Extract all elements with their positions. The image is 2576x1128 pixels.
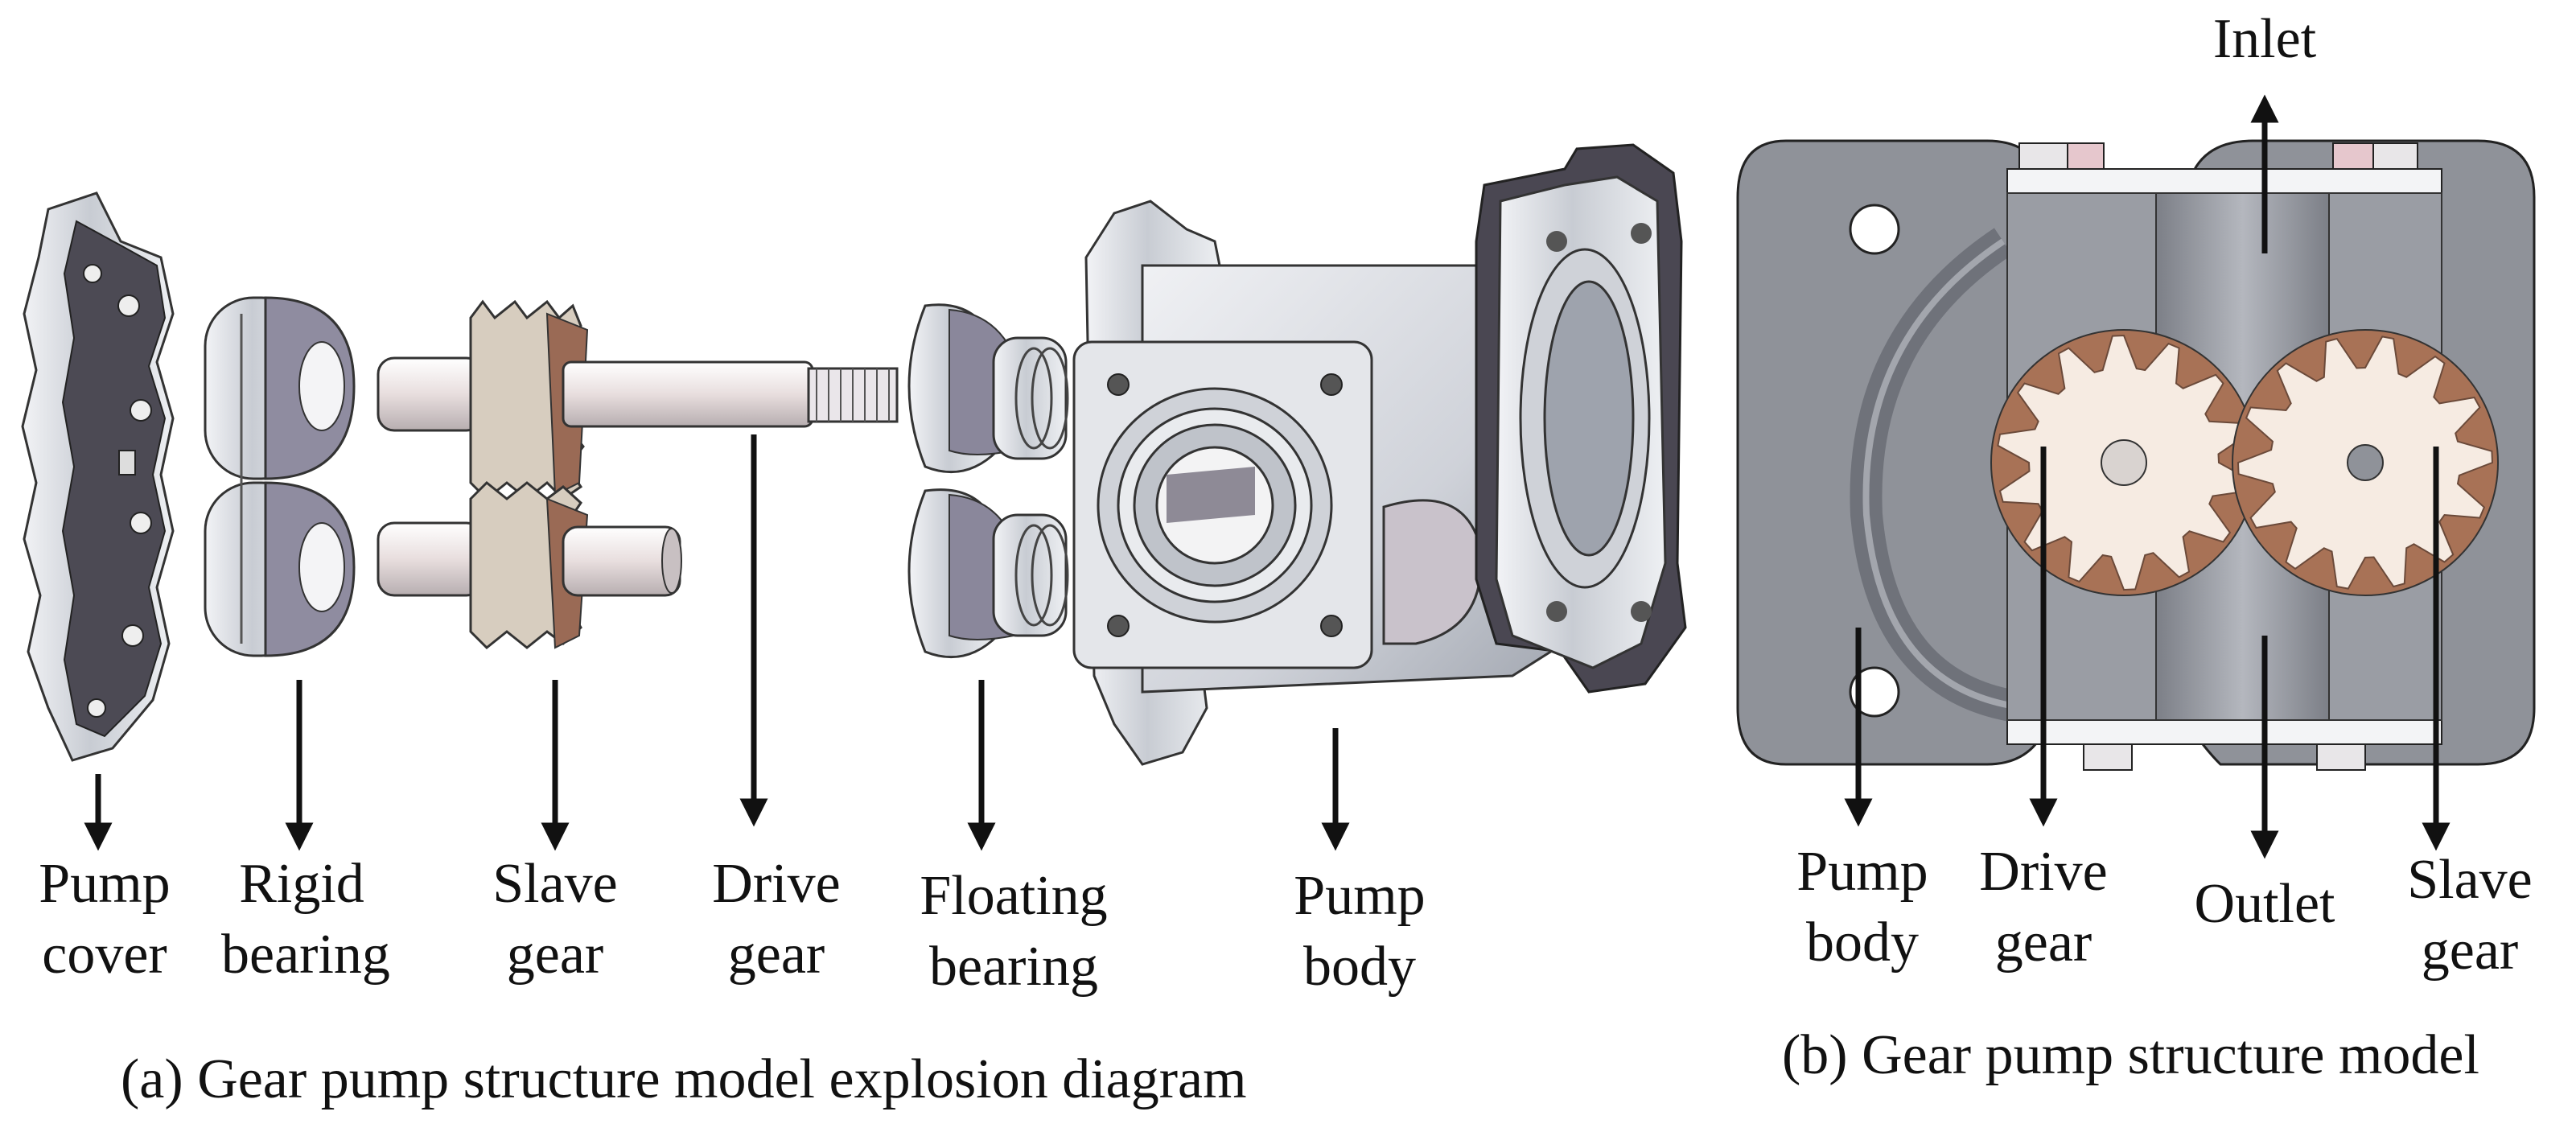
pump-cover-part <box>21 191 175 762</box>
label-line: gear <box>506 924 604 986</box>
label-line: gear <box>2421 920 2519 982</box>
caption-panel-b: (b) Gear pump structure model <box>1782 1024 2479 1086</box>
label-drive-gear: Drive gear <box>696 849 857 990</box>
label-outlet: Outlet <box>2194 873 2335 935</box>
label-line: Pump <box>1796 841 1928 903</box>
label-line: Slave <box>492 853 618 915</box>
label-line: bearing <box>929 936 1098 998</box>
label-line: cover <box>42 924 167 986</box>
rigid-bearing-part <box>204 296 356 657</box>
panel-a-exploded-view <box>21 143 1687 851</box>
slave-gear-section <box>2232 329 2499 596</box>
label-line: bearing <box>221 924 390 986</box>
label-slave-gear: Slave gear <box>475 849 636 990</box>
label-line: Rigid <box>239 853 364 915</box>
drive-gear-section <box>1990 329 2257 596</box>
gear-set-part <box>377 299 899 650</box>
label-line: gear <box>727 924 825 986</box>
label-pump-cover: Pump cover <box>24 849 185 990</box>
label-line: Floating <box>920 865 1108 927</box>
label-line: Drive <box>712 853 841 915</box>
label-slave-gear-b: Slave gear <box>2389 845 2550 986</box>
panel-b-pointer-arrows <box>1844 94 2450 859</box>
label-line: gear <box>1994 912 2092 974</box>
floating-bearing-part <box>907 303 1069 659</box>
panel-b-section-view <box>1736 94 2536 859</box>
panel-a-pointer-arrows <box>84 434 1350 851</box>
label-line: body <box>1303 936 1416 998</box>
label-line: Slave <box>2407 849 2533 911</box>
label-rigid-bearing: Rigid bearing <box>221 849 390 990</box>
label-pump-body-b: Pump body <box>1782 837 1943 978</box>
label-pump-body: Pump body <box>1279 861 1440 1002</box>
label-line: Drive <box>1979 841 2108 903</box>
pump-body-part <box>1072 143 1687 766</box>
label-line: body <box>1806 912 1919 974</box>
label-line: Pump <box>1294 865 1426 927</box>
label-drive-gear-b: Drive gear <box>1963 837 2124 978</box>
caption-panel-a: (a) Gear pump structure model explosion … <box>121 1048 1247 1110</box>
label-line: Pump <box>39 853 171 915</box>
label-inlet: Inlet <box>2212 8 2317 70</box>
label-floating-bearing: Floating bearing <box>901 861 1126 1002</box>
